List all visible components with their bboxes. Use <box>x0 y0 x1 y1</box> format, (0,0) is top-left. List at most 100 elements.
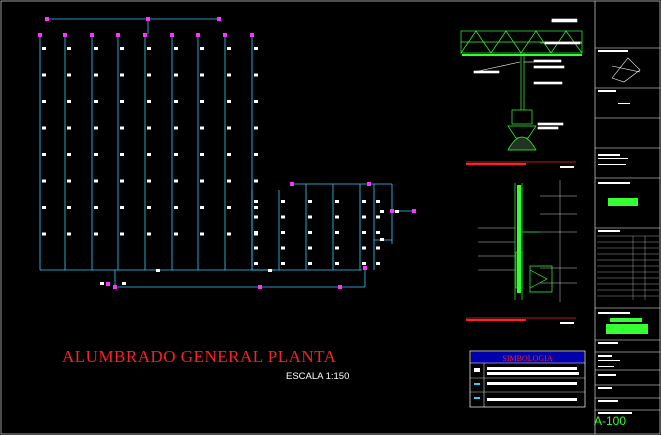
luminaire <box>380 210 384 213</box>
luminaire <box>362 200 366 203</box>
luminaire <box>308 262 312 265</box>
junction-node <box>217 17 221 21</box>
luminaire <box>254 215 258 219</box>
luminaire <box>362 262 366 265</box>
luminaire <box>254 126 258 130</box>
luminaire <box>42 126 46 130</box>
luminaire <box>308 246 312 250</box>
luminaire <box>254 206 258 209</box>
junction-node <box>290 182 294 186</box>
luminaire <box>376 246 380 250</box>
legend-title: SIMBOLOGIA <box>502 354 553 363</box>
luminaire <box>42 206 46 209</box>
legend-box <box>469 350 586 408</box>
luminaire <box>120 73 124 77</box>
luminaire <box>281 200 285 203</box>
luminaire <box>254 231 258 234</box>
luminaire <box>174 126 178 130</box>
luminaire <box>67 47 71 50</box>
junction-node <box>367 182 371 186</box>
luminaire <box>42 73 46 77</box>
junction-node <box>38 33 42 37</box>
luminaire <box>200 73 204 77</box>
junction-node <box>63 33 67 37</box>
luminaire <box>120 126 124 130</box>
luminaire <box>94 153 98 156</box>
luminaire <box>227 73 231 77</box>
luminaire <box>335 246 339 250</box>
detail-wall-luminaire <box>466 180 577 324</box>
luminaire <box>174 100 178 103</box>
luminaire <box>254 246 258 250</box>
luminaire <box>254 262 258 265</box>
luminaire <box>174 47 178 50</box>
junction-node <box>146 17 150 21</box>
luminaire <box>376 262 380 265</box>
luminaire <box>200 100 204 103</box>
luminaire <box>94 100 98 103</box>
luminaire <box>227 126 231 130</box>
luminaire <box>281 231 285 234</box>
luminaire <box>67 179 71 183</box>
title-block-text-bars <box>598 50 632 414</box>
junction-node <box>45 17 49 21</box>
luminaire <box>147 47 151 50</box>
luminaire <box>335 200 339 203</box>
luminaire <box>94 73 98 77</box>
luminaire <box>122 282 126 285</box>
luminaire <box>308 231 312 234</box>
firm-stamp <box>606 324 648 334</box>
luminaire <box>120 100 124 103</box>
luminaire <box>395 210 399 213</box>
luminaire <box>67 153 71 156</box>
luminaire <box>380 238 384 241</box>
junction-node <box>113 285 117 289</box>
luminaire <box>335 262 339 265</box>
luminaire <box>362 231 366 234</box>
luminaire <box>147 126 151 130</box>
luminaire <box>94 206 98 209</box>
luminaire <box>100 282 104 285</box>
luminaire <box>281 246 285 250</box>
luminaire <box>174 206 178 209</box>
luminaire-symbols <box>42 47 399 285</box>
junction-node <box>338 285 342 289</box>
luminaire <box>94 126 98 130</box>
luminaire <box>94 47 98 50</box>
luminaire <box>174 153 178 156</box>
junction-node <box>250 33 254 37</box>
luminaire <box>94 179 98 183</box>
luminaire <box>147 206 151 209</box>
luminaire <box>281 215 285 219</box>
junction-node <box>390 209 394 213</box>
luminaire <box>268 269 272 272</box>
luminaire <box>254 100 258 103</box>
luminaire <box>42 153 46 156</box>
luminaire <box>227 153 231 156</box>
junction-node <box>412 209 416 213</box>
luminaire <box>174 73 178 77</box>
junction-node <box>106 282 110 286</box>
luminaire <box>376 231 380 234</box>
luminaire <box>200 179 204 183</box>
luminaire <box>200 232 204 236</box>
luminaire <box>376 200 380 203</box>
luminaire <box>254 47 258 50</box>
luminaire <box>67 73 71 77</box>
luminaire <box>67 100 71 103</box>
luminaire <box>67 206 71 209</box>
luminaire <box>120 47 124 50</box>
luminaire <box>254 200 258 203</box>
junction-node <box>116 33 120 37</box>
luminaire <box>200 126 204 130</box>
luminaire <box>67 126 71 130</box>
luminaire <box>42 100 46 103</box>
luminaire <box>254 179 258 183</box>
left-block-circuits <box>39 36 253 270</box>
luminaire <box>147 73 151 77</box>
luminaire <box>174 232 178 236</box>
luminaire <box>227 179 231 183</box>
junction-node <box>363 266 367 270</box>
